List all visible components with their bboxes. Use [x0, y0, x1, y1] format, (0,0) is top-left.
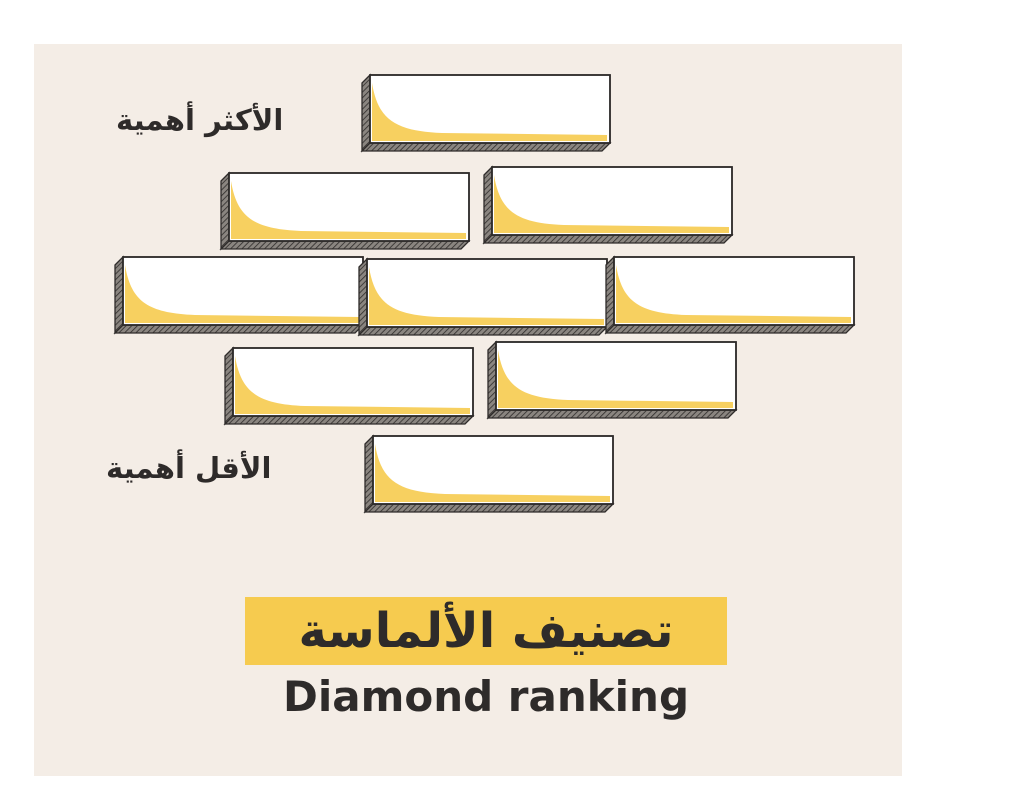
brick-shape — [223, 346, 475, 426]
brick-shape — [219, 171, 471, 251]
brick-side — [361, 73, 371, 153]
brick-side — [487, 340, 497, 420]
brick-side — [605, 255, 615, 335]
brick-side — [483, 165, 493, 245]
brick-outline — [495, 341, 737, 411]
brick-outline — [491, 166, 733, 236]
brick-row2-1 — [219, 171, 471, 251]
brick-side — [358, 257, 368, 337]
brick-bottom — [219, 240, 471, 250]
brick-shading — [231, 181, 466, 239]
label-most-important: الأكثر أهمية — [116, 103, 284, 137]
brick-bottom — [223, 415, 475, 425]
brick-outline — [228, 172, 470, 242]
brick-side — [220, 171, 230, 251]
brick-outline — [372, 435, 614, 505]
brick-row3-2 — [357, 257, 609, 337]
brick-bottom — [604, 324, 856, 334]
brick-shape — [486, 340, 738, 420]
brick-side — [224, 346, 234, 426]
brick-shape — [482, 165, 734, 245]
brick-row3-1 — [113, 255, 365, 335]
brick-side — [364, 434, 374, 514]
brick-outline — [232, 347, 474, 417]
brick-shape — [360, 73, 612, 153]
brick-side — [114, 255, 124, 335]
brick-shading — [235, 356, 470, 414]
label-least-important: الأقل أهمية — [106, 451, 272, 485]
brick-bottom — [113, 324, 365, 334]
brick-bottom — [363, 503, 615, 513]
title-highlight-band — [245, 597, 727, 665]
title-english: Diamond ranking — [282, 672, 690, 721]
brick-shape — [604, 255, 856, 335]
brick-shading — [375, 444, 610, 502]
brick-shape — [113, 255, 365, 335]
brick-shading — [494, 175, 729, 233]
brick-row1-1 — [360, 73, 612, 153]
brick-row3-3 — [604, 255, 856, 335]
brick-shading — [125, 265, 360, 323]
brick-bottom — [360, 142, 612, 152]
brick-shape — [357, 257, 609, 337]
brick-bottom — [357, 326, 609, 336]
brick-row4-2 — [486, 340, 738, 420]
brick-bottom — [486, 409, 738, 419]
brick-shading — [498, 350, 733, 408]
brick-shading — [616, 265, 851, 323]
brick-outline — [369, 74, 611, 144]
brick-row2-2 — [482, 165, 734, 245]
brick-outline — [613, 256, 855, 326]
brick-shading — [369, 267, 604, 325]
brick-row4-1 — [223, 346, 475, 426]
brick-bottom — [482, 234, 734, 244]
brick-row5-1 — [363, 434, 615, 514]
title-arabic: تصنيف الألماسة — [298, 603, 674, 659]
brick-shape — [363, 434, 615, 514]
brick-shading — [372, 83, 607, 141]
